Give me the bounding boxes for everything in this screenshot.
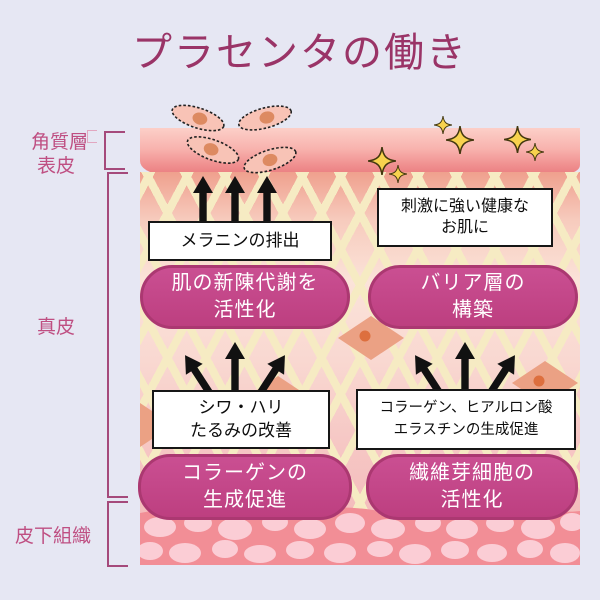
sparkle-icon — [526, 143, 544, 161]
sparkle-icon — [446, 126, 474, 154]
label-subcutaneous: 皮下組織 — [14, 526, 91, 547]
up-arrows-icon — [415, 342, 515, 394]
cell-icon — [237, 105, 293, 131]
barrier-effect-pill: バリア層の 構築 — [368, 265, 578, 329]
cell-icon — [186, 136, 240, 164]
sparkle-icon — [504, 126, 531, 153]
epidermis-bracket — [104, 131, 125, 170]
fibroblast-line1: 繊維芽細胞の — [409, 462, 535, 484]
collagen-elastin-line1: コラーゲン、ヒアルロン酸 — [379, 399, 553, 416]
up-arrows-icon — [185, 342, 285, 394]
skin-diagram: メラニンの排出 刺激に強い健康な お肌に シワ・ハリ たるみの改善 コラーゲン、… — [138, 104, 580, 565]
melanin-callout: メラニンの排出 — [148, 221, 332, 261]
stratum-corneum-bracket — [87, 130, 97, 143]
healthy-skin-callout: 刺激に強い健康な お肌に — [377, 188, 553, 247]
fibroblast-cell-icon — [338, 316, 404, 360]
melanin-callout-text: メラニンの排出 — [180, 230, 300, 250]
dermis-bracket — [107, 172, 128, 498]
fibroblast-line2: 活性化 — [440, 489, 504, 511]
up-arrows-icon — [193, 176, 277, 223]
label-epidermis: 表皮 — [36, 156, 75, 177]
sparkle-icon — [434, 116, 452, 134]
wrinkle-line2: たるみの改善 — [190, 420, 292, 440]
metabolism-effect-pill: 肌の新陳代謝を 活性化 — [140, 265, 350, 329]
collagen-line1: コラーゲンの — [182, 462, 308, 484]
cell-icon — [243, 146, 297, 174]
barrier-line1: バリア層の — [420, 272, 526, 294]
wrinkle-callout: シワ・ハリ たるみの改善 — [152, 390, 330, 449]
metabolism-line1: 肌の新陳代謝を — [171, 272, 319, 294]
label-dermis: 真皮 — [36, 317, 75, 338]
fibroblast-effect-pill: 繊維芽細胞の 活性化 — [366, 454, 578, 520]
collagen-elastin-line2: エラスチンの生成促進 — [393, 421, 539, 438]
sparkle-icon — [389, 165, 407, 183]
sparkle-icon — [368, 147, 396, 175]
cell-icon — [171, 104, 225, 132]
wrinkle-line1: シワ・ハリ — [198, 398, 284, 418]
page-title: プラセンタの働き — [132, 31, 468, 75]
healthy-skin-line2: お肌に — [440, 218, 489, 236]
collagen-effect-pill: コラーゲンの 生成促進 — [138, 454, 352, 520]
collagen-line2: 生成促進 — [203, 489, 287, 511]
barrier-line2: 構築 — [452, 299, 494, 321]
label-stratum-corneum: 角質層 — [30, 132, 88, 153]
collagen-elastin-callout: コラーゲン、ヒアルロン酸 エラスチンの生成促進 — [356, 389, 576, 450]
healthy-skin-line1: 刺激に強い健康な — [400, 197, 529, 215]
subcutaneous-bracket — [107, 501, 128, 567]
metabolism-line2: 活性化 — [213, 299, 277, 321]
